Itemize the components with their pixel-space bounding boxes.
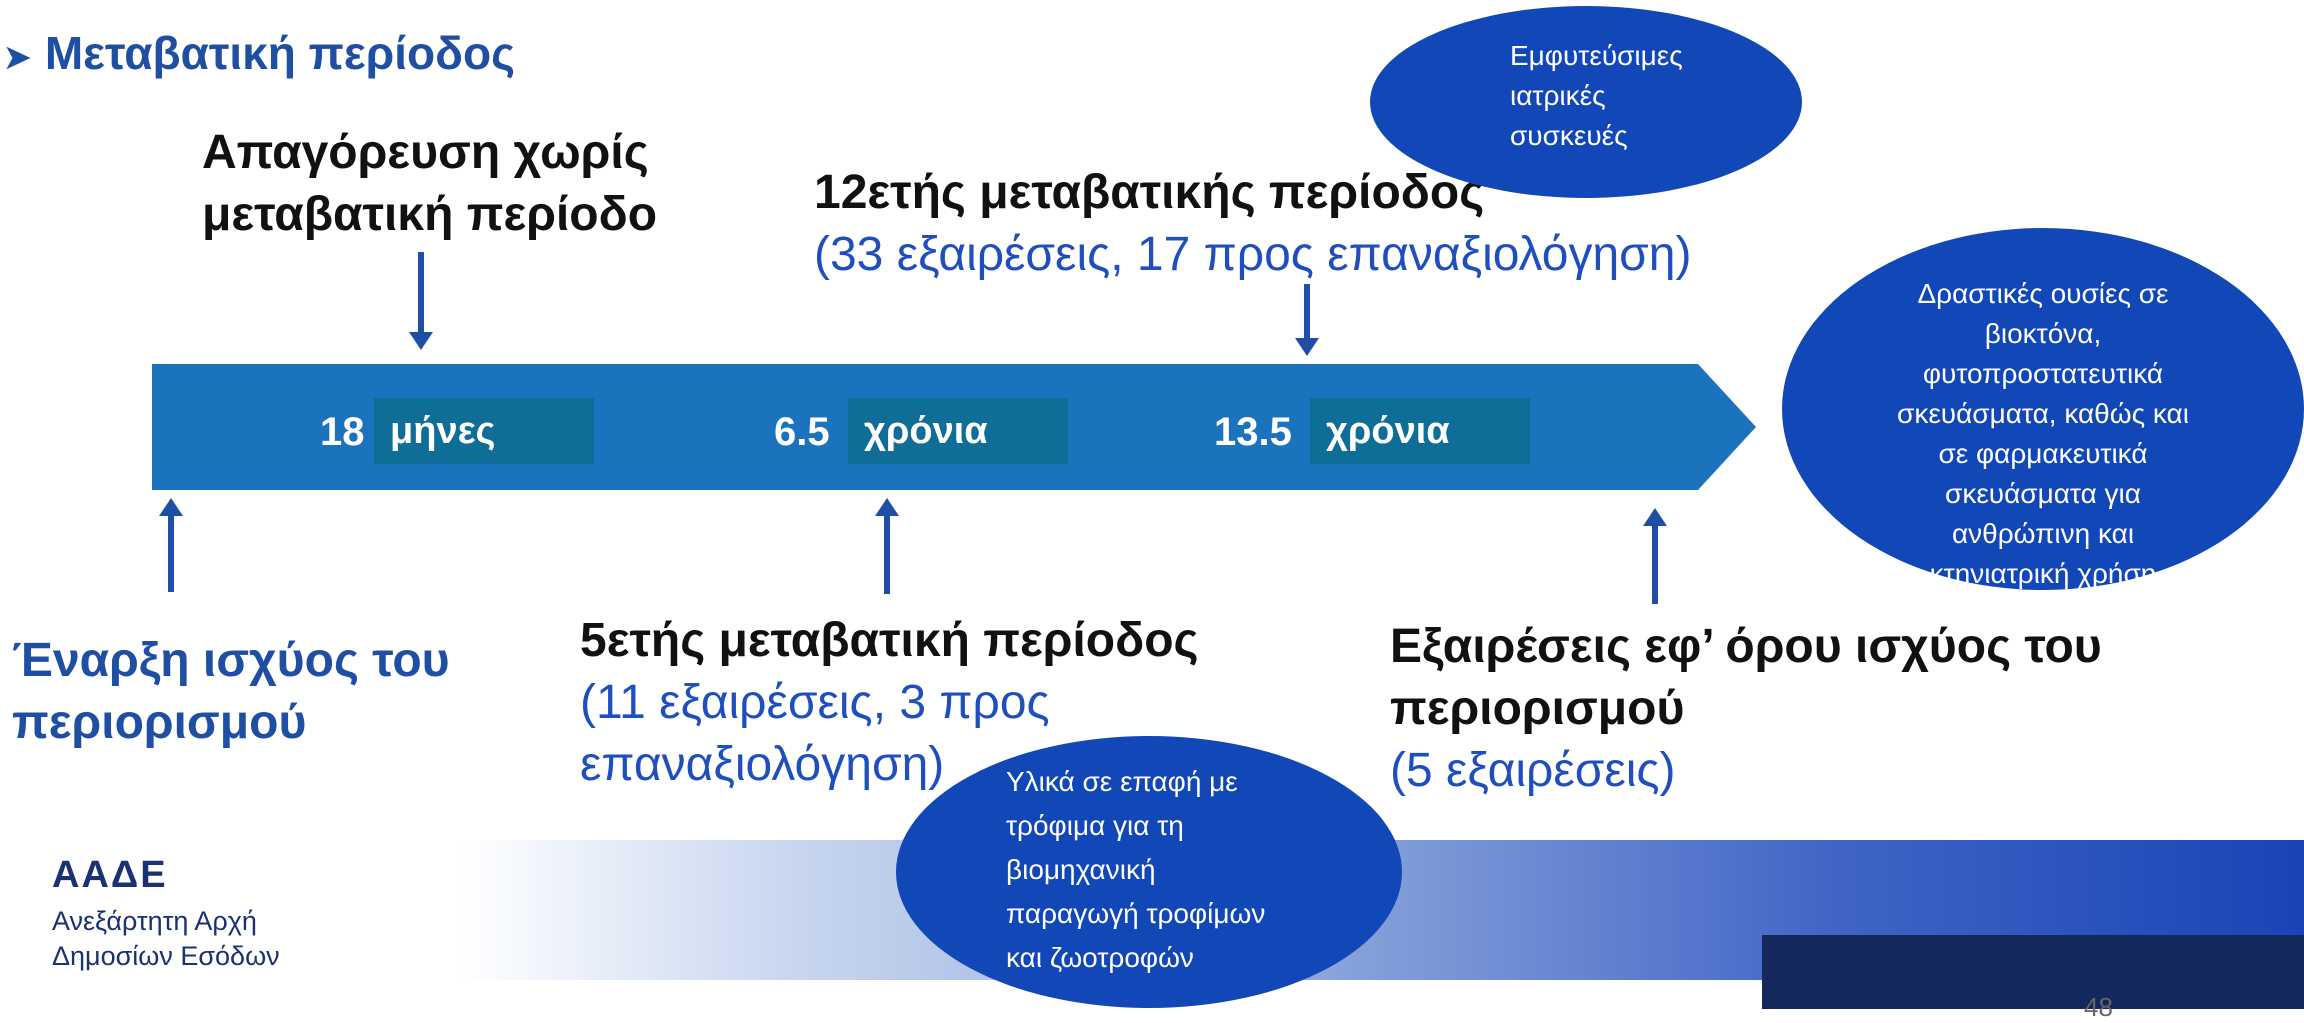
page-number: 48 xyxy=(2084,992,2113,1022)
five-year-label: 5ετής μεταβατική περίοδος (11 εξαιρέσεις… xyxy=(580,614,1199,791)
arrow-up-five xyxy=(875,498,899,594)
aade-logo: ΑΑΔΕ xyxy=(52,854,168,896)
segment-3-value: 13.5 xyxy=(1214,410,1292,454)
arrow-up-start xyxy=(159,498,183,592)
bullet-arrow-icon: ➤ xyxy=(4,38,31,75)
bubble-implant: Εμφυτεύσιμες ιατρικές συσκευές xyxy=(1370,6,1802,198)
segment-1-unit: μήνες xyxy=(374,398,594,464)
start-label: Έναρξη ισχύος του περιορισμού xyxy=(12,634,450,749)
footer-dark-bar xyxy=(1762,935,2304,1009)
segment-2-unit: χρόνια xyxy=(848,398,1068,464)
segment-1-value: 18 xyxy=(320,410,365,454)
segment-3-unit: χρόνια xyxy=(1310,398,1530,464)
arrow-up-conditional xyxy=(1643,508,1667,604)
slide-title: ➤Μεταβατική περίοδος xyxy=(4,27,515,79)
twelve-year-label: 12ετής μεταβατικής περίοδος (33 εξαιρέσε… xyxy=(814,166,1692,281)
ban-label: Απαγόρευση χωρίς μεταβατική περίοδο xyxy=(202,126,658,241)
arrow-down-twelve xyxy=(1295,284,1319,356)
conditional-label: Εξαιρέσεις εφ’ όρου ισχύος του περιορισμ… xyxy=(1390,620,2102,797)
arrow-down-ban xyxy=(409,252,433,350)
aade-org-name: Ανεξάρτητη Αρχή Δημοσίων Εσόδων xyxy=(52,906,280,971)
bubble-biocides: Δραστικές ουσίες σε βιοκτόνα, φυτοπροστα… xyxy=(1782,228,2304,590)
segment-2-value: 6.5 xyxy=(774,410,830,454)
bubble-food: Υλικά σε επαφή με τρόφιμα για τη βιομηχα… xyxy=(896,736,1402,1008)
